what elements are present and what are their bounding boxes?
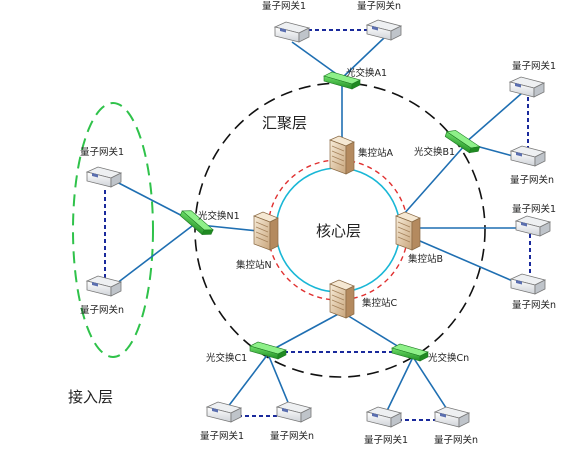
gateway-right-bottom-n-icon: [510, 273, 546, 295]
gateway-bottom-cn-1-icon: [366, 406, 402, 428]
link: [107, 222, 197, 291]
station-b-icon: [395, 211, 421, 251]
switch-a1-label: 光交换A1: [346, 67, 387, 79]
link: [267, 311, 343, 353]
gateway-left-1-icon: [86, 166, 122, 188]
gateway-right-top-1-label: 量子网关1: [512, 60, 556, 72]
gateway-left-n-label: 量子网关n: [80, 304, 124, 316]
gateway-top-1-icon: [274, 21, 310, 43]
access-layer-label: 接入层: [68, 388, 113, 406]
gateway-right-bottom-n-label: 量子网关n: [512, 299, 556, 311]
gateway-top-n-label: 量子网关n: [357, 0, 401, 12]
link: [223, 353, 269, 413]
gateway-right-bottom-1-label: 量子网关1: [512, 203, 556, 215]
gateway-right-top-n-label: 量子网关n: [510, 174, 554, 186]
station-c-icon: [329, 279, 355, 319]
station-a-label: 集控站A: [358, 147, 394, 159]
station-n-label: 集控站N: [236, 259, 272, 271]
gateway-top-n-icon: [366, 19, 402, 41]
station-a-icon: [329, 135, 355, 175]
gateway-top-1-label: 量子网关1: [262, 0, 306, 12]
switch-cn-icon: [391, 343, 429, 362]
gateway-right-bottom-1-icon: [515, 215, 551, 237]
switch-c1-label: 光交换C1: [206, 352, 247, 364]
aggregation-layer-label: 汇聚层: [262, 114, 307, 132]
gateway-right-top-1-icon: [509, 76, 545, 98]
gateway-bottom-c1-n-icon: [276, 401, 312, 423]
gateway-left-1-label: 量子网关1: [80, 146, 124, 158]
core-layer-label: 核心层: [316, 222, 361, 240]
gateway-bottom-c1-1-label: 量子网关1: [200, 430, 244, 442]
gateway-bottom-cn-n-label: 量子网关n: [434, 434, 478, 446]
link: [383, 356, 414, 418]
link: [412, 237, 523, 286]
gateway-bottom-c1-1-icon: [206, 401, 242, 423]
link: [341, 37, 385, 79]
switch-b1-label: 光交换B1: [414, 146, 455, 158]
station-n-icon: [253, 211, 279, 251]
switch-cn-label: 光交换Cn: [428, 352, 469, 364]
link: [464, 92, 523, 144]
station-c-label: 集控站C: [362, 297, 398, 309]
link: [291, 41, 343, 79]
gateway-bottom-cn-n-icon: [434, 406, 470, 428]
switch-n1-label: 光交换N1: [198, 210, 240, 222]
dashed-link-group: [104, 29, 531, 421]
access-ring: [72, 102, 154, 358]
link: [402, 144, 466, 216]
gateway-right-top-n-icon: [510, 145, 546, 167]
gateway-bottom-c1-n-label: 量子网关n: [270, 430, 314, 442]
station-b-label: 集控站B: [408, 253, 443, 265]
gateway-bottom-cn-1-label: 量子网关1: [364, 434, 408, 446]
gateway-left-n-icon: [86, 275, 122, 297]
